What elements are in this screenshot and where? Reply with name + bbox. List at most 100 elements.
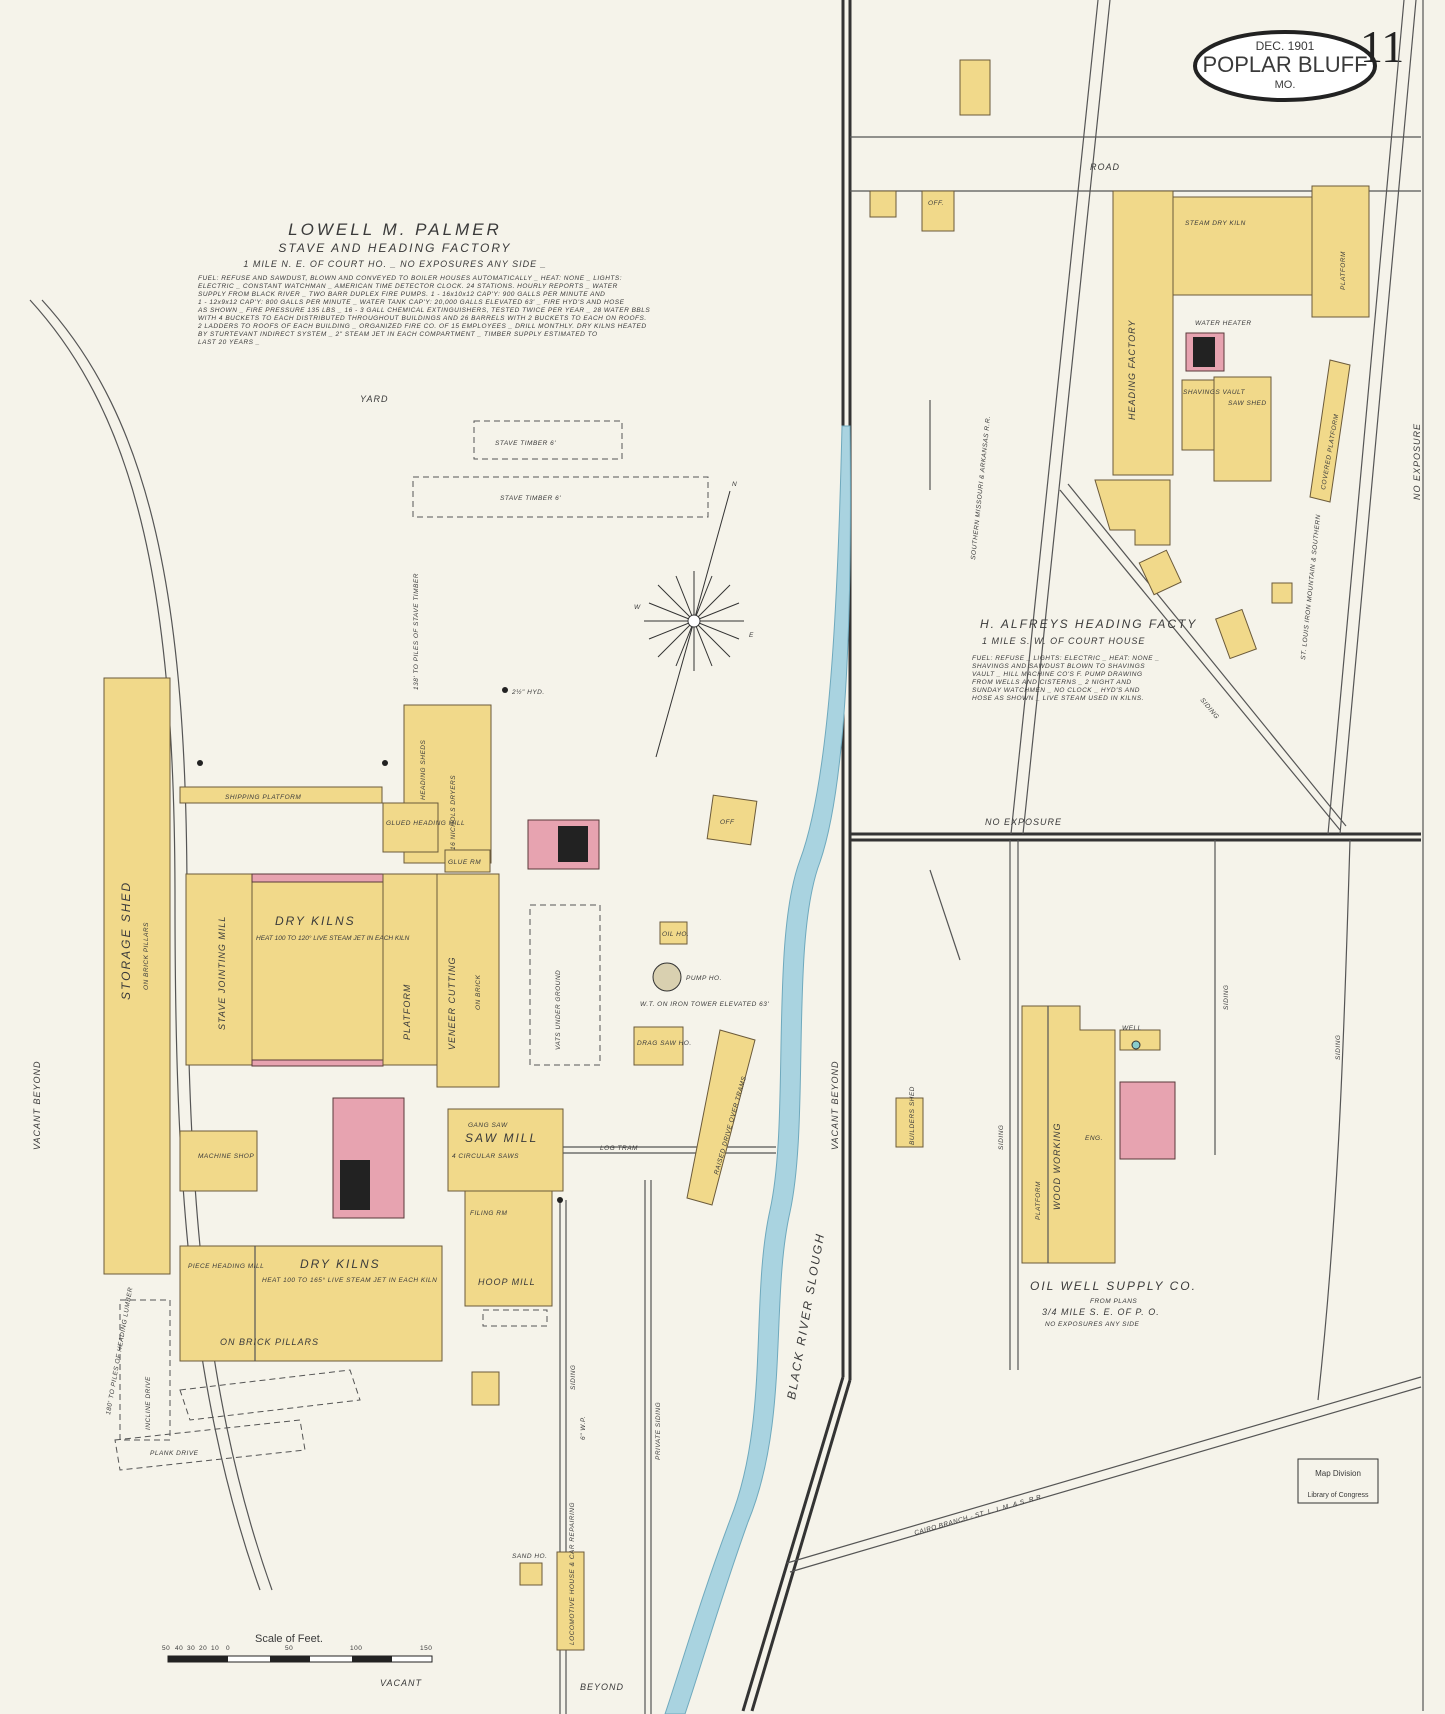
storage-shed-sub: ON BRICK PILLARS bbox=[143, 922, 150, 990]
stave-timber-pile bbox=[412, 476, 709, 518]
steam-dry-kiln bbox=[1172, 196, 1316, 296]
alfrey-note: VAULT _ HILL MACHINE CO'S F. PUMP DRAWIN… bbox=[972, 671, 1143, 678]
heading-factory bbox=[1112, 190, 1174, 476]
siding-label: SIDING bbox=[1198, 697, 1220, 721]
alfrey-note: SUNDAY WATCHMEN _ NO CLOCK _ HYD'S AND bbox=[972, 687, 1140, 694]
dry-kilns-label: DRY KILNS bbox=[275, 914, 356, 928]
palmer-subtitle: STAVE AND HEADING FACTORY bbox=[278, 241, 511, 255]
scale-tick: 40 bbox=[175, 1645, 183, 1652]
hydrant-icon bbox=[197, 760, 203, 766]
scale-tick: 50 bbox=[162, 1645, 170, 1652]
piece-heading-mill-label: PIECE HEADING MILL bbox=[188, 1263, 264, 1270]
filing-room-label: FILING RM bbox=[470, 1210, 507, 1217]
alfrey-note: FUEL: REFUSE _ LIGHTS: ELECTRIC _ HEAT: … bbox=[972, 655, 1159, 662]
water-tank-label: W.T. ON IRON TOWER ELEVATED 63' bbox=[640, 1001, 769, 1008]
scale-bar: Scale of Feet. 50 40 30 20 10 0 50 100 1… bbox=[162, 1633, 433, 1663]
on-brick-label: ON BRICK bbox=[475, 974, 482, 1010]
vacant-label: VACANT bbox=[380, 1678, 423, 1688]
locomotive-house bbox=[556, 1551, 585, 1651]
oil-well-title: OIL WELL SUPPLY CO. bbox=[1030, 1279, 1197, 1293]
no-exposure-label: NO EXPOSURE bbox=[1412, 423, 1422, 500]
raised-drive bbox=[686, 1029, 756, 1206]
nichols-dryers-label: 16 NICHOLS DRYERS bbox=[450, 775, 457, 850]
vacant-beyond-label: VACANT BEYOND bbox=[32, 1060, 42, 1150]
builders-shed bbox=[895, 1097, 924, 1148]
railroad-label: ST. LOUIS IRON MOUNTAIN & SOUTHERN bbox=[1300, 514, 1322, 660]
compass-e: E bbox=[749, 632, 754, 639]
library-stamp: Map Division Library of Congress bbox=[1297, 1458, 1379, 1504]
title-cartouche: DEC. 1901 POPLAR BLUFF MO. bbox=[1193, 30, 1377, 102]
alfrey-note: FROM WELLS AND CISTERNS _ 2 NIGHT AND bbox=[972, 679, 1132, 686]
lower-building bbox=[1094, 479, 1171, 546]
machine-shop-label: MACHINE SHOP bbox=[198, 1153, 254, 1160]
heading-sheds-label: HEADING SHEDS bbox=[420, 740, 427, 800]
vats-label: VATS UNDER GROUND bbox=[555, 970, 562, 1050]
dry-kilns-sub: HEAT 100 TO 120° LIVE STEAM JET IN EACH … bbox=[256, 934, 410, 942]
steam-dry-kiln-label: STEAM DRY KILN bbox=[1185, 220, 1246, 227]
well-icon bbox=[1131, 1040, 1141, 1050]
oil-house-label: OIL HO. bbox=[662, 931, 689, 938]
hydrant-icon bbox=[382, 760, 388, 766]
palmer-note: AS SHOWN _ FIRE PRESSURE 135 LBS _ 16 - … bbox=[197, 307, 650, 314]
sand-house bbox=[519, 1562, 543, 1586]
compass-rose: N W E bbox=[634, 481, 754, 758]
piles-label: 138' TO PILES OF STAVE TIMBER bbox=[413, 573, 420, 690]
glued-heading-mill-label: GLUED HEADING MILL bbox=[386, 820, 465, 827]
platform-label: PLATFORM bbox=[402, 984, 412, 1040]
wood-working-label: WOOD WORKING bbox=[1052, 1123, 1062, 1211]
boiler-house bbox=[1119, 1081, 1176, 1160]
road-label: ROAD bbox=[1090, 162, 1120, 172]
siding-label: SIDING bbox=[570, 1365, 577, 1390]
hydrant-label: 2½" HYD. bbox=[511, 688, 545, 696]
stave-timber-label: STAVE TIMBER 6' bbox=[495, 440, 556, 447]
glued-heading-mill bbox=[382, 802, 439, 853]
small-building bbox=[1215, 608, 1257, 660]
covered-platform bbox=[1309, 359, 1351, 503]
palmer-note: 1 - 12x9x12 CAP'Y: 800 GALLS PER MINUTE … bbox=[198, 299, 625, 306]
office-label: OFF. bbox=[928, 200, 944, 207]
engine-label: ENG. bbox=[1085, 1135, 1103, 1142]
sheet-number: 11 bbox=[1360, 21, 1404, 72]
wood-working bbox=[1021, 1005, 1116, 1264]
incline-drive-label: INCLINE DRIVE bbox=[145, 1376, 152, 1430]
saw-shed bbox=[1213, 376, 1272, 482]
on-brick-pillars-label: ON BRICK PILLARS bbox=[220, 1337, 319, 1347]
well-label: WELL bbox=[1122, 1025, 1142, 1032]
gang-saw-label: GANG SAW bbox=[468, 1122, 508, 1129]
water-pipe-label: 6" W.P. bbox=[580, 1416, 587, 1440]
yard-label: YARD bbox=[360, 394, 389, 404]
storage-shed bbox=[103, 677, 171, 1275]
palmer-title: LOWELL M. PALMER bbox=[288, 220, 502, 239]
drag-saw-label: DRAG SAW HO. bbox=[637, 1040, 692, 1047]
glue-room-label: GLUE RM bbox=[448, 859, 481, 866]
stamp-line1: Map Division bbox=[1315, 1469, 1361, 1478]
palmer-note: SUPPLY FROM BLACK RIVER _ TWO BARR DUPLE… bbox=[198, 291, 605, 298]
builders-shed-label: BUILDERS SHED bbox=[909, 1086, 916, 1145]
palmer-note: ELECTRIC _ CONSTANT WATCHMAN _ AMERICAN … bbox=[198, 283, 618, 290]
piece-heading-mill-dry-kilns bbox=[179, 1245, 443, 1362]
siding-label: SIDING bbox=[1223, 985, 1230, 1010]
saw-shed-label: SAW SHED bbox=[1228, 400, 1267, 407]
alfrey-note: HOSE AS SHOWN _ LIVE STEAM USED IN KILNS… bbox=[972, 695, 1144, 702]
shavings-vault-label: SHAVINGS VAULT bbox=[1183, 389, 1246, 396]
map-state: MO. bbox=[1275, 79, 1296, 91]
siding-label: SIDING bbox=[1335, 1035, 1342, 1060]
no-exposure-label: NO EXPOSURE bbox=[985, 817, 1062, 827]
small-building bbox=[1138, 549, 1182, 596]
river-label: BLACK RIVER SLOUGH bbox=[784, 1231, 827, 1400]
railroad-label: SOUTHERN MISSOURI & ARKANSAS R.R. bbox=[970, 415, 992, 560]
private-siding-label: PRIVATE SIDING bbox=[655, 1402, 662, 1460]
dry-kilns-2-label: DRY KILNS bbox=[300, 1257, 381, 1271]
oil-house bbox=[659, 921, 688, 945]
stave-timber-label: STAVE TIMBER 6' bbox=[500, 495, 561, 502]
small-building bbox=[869, 190, 897, 218]
locomotive-house-label: LOCOMOTIVE HOUSE & CAR REPAIRING bbox=[569, 1502, 576, 1645]
dry-kilns-2-sub: HEAT 100 TO 165° LIVE STEAM JET IN EACH … bbox=[262, 1276, 437, 1284]
glue-room bbox=[444, 849, 491, 873]
platform bbox=[1311, 185, 1370, 318]
storage-shed-label: STORAGE SHED bbox=[119, 881, 133, 1000]
compass-n: N bbox=[732, 481, 737, 488]
stave-jointing-mill-label: STAVE JOINTING MILL bbox=[217, 916, 227, 1030]
saw-mill bbox=[447, 1108, 564, 1192]
dry-kilns bbox=[251, 873, 384, 1066]
